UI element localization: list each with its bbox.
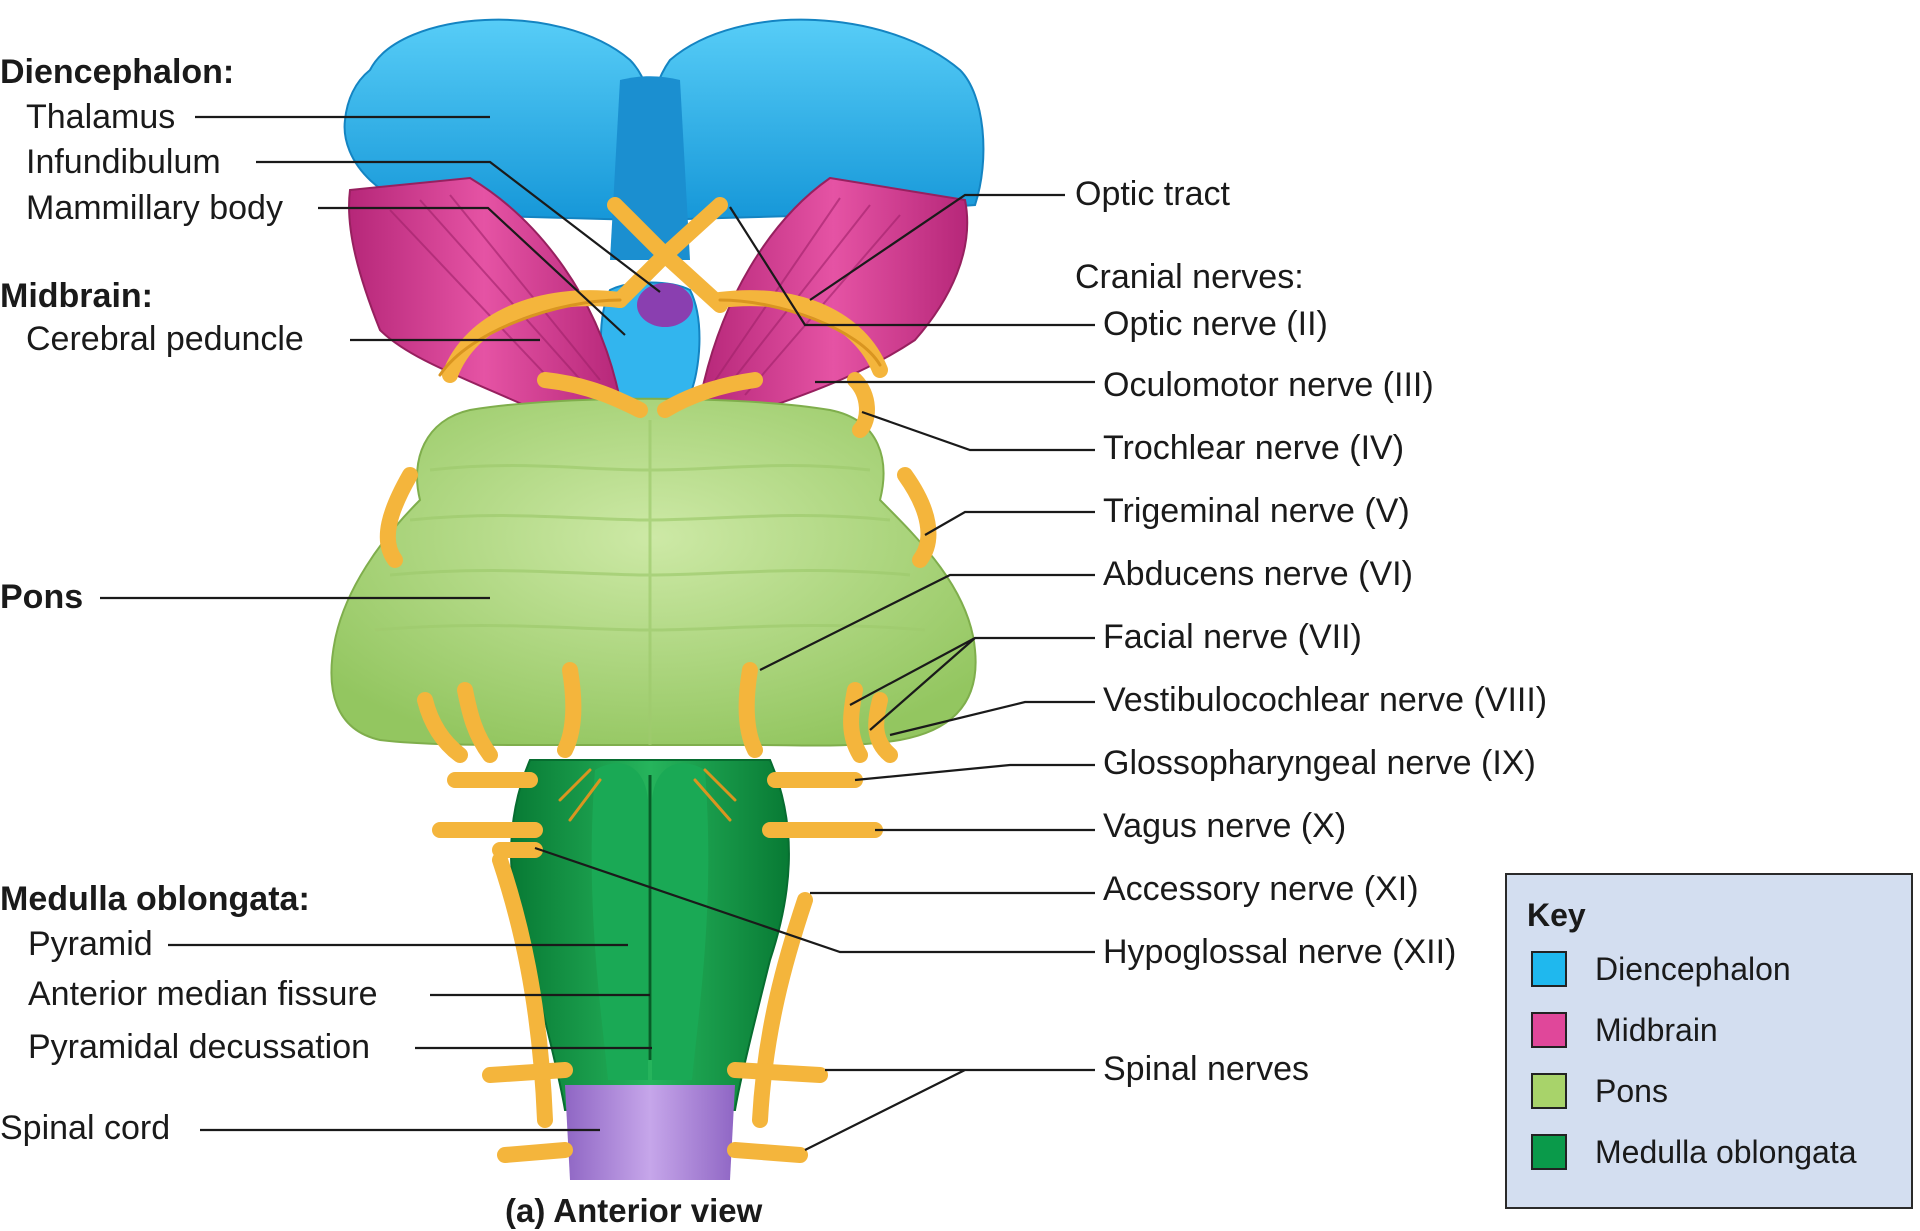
leader-spinal-nerves: [804, 1068, 1095, 1151]
leader-trigeminal-nerve: [924, 510, 1095, 536]
pyramid-right: [652, 763, 709, 1080]
pons-region: [330, 397, 977, 747]
medulla-heading: Medulla oblongata:: [0, 880, 310, 918]
key-label-diencephalon: Diencephalon: [1595, 951, 1791, 987]
leader-mammillary-body: [318, 206, 626, 336]
facial-nerve-label: Facial nerve (VII): [1103, 618, 1362, 656]
vestibulocochlear-nerve-label: Vestibulocochlear nerve (VIII): [1103, 681, 1548, 719]
accessory-right: [752, 892, 813, 1128]
leader-lines: [100, 115, 1095, 1151]
key-swatch-medulla-oblongata: [1531, 1134, 1567, 1170]
thalamus-label: Thalamus: [26, 98, 176, 136]
midbrain-heading: Midbrain:: [0, 277, 153, 315]
trochlear-nerve: [847, 372, 875, 438]
trochlear-nerve-label: Trochlear nerve (IV): [1103, 429, 1405, 467]
spinal-cord: [565, 1085, 735, 1180]
leader-abducens-nerve: [759, 573, 1095, 671]
facial-vestibulo-right: [843, 682, 898, 763]
glossopharyngeal-nerve-label: Glossopharyngeal nerve (IX): [1103, 744, 1536, 782]
spinal-nerves-right: [727, 1062, 828, 1163]
anterior-median-fissure-label: Anterior median fissure: [28, 975, 378, 1013]
cerebral-peduncle-label: Cerebral peduncle: [26, 320, 304, 358]
figure-caption: (a) Anterior view: [505, 1192, 763, 1229]
cerebral-peduncle-left: [348, 176, 622, 412]
spinal-cord-label: Spinal cord: [0, 1109, 171, 1147]
diencephalon-heading: Diencephalon:: [0, 53, 235, 91]
key-swatch-diencephalon: [1531, 951, 1567, 987]
facial-vestibulo-left: [417, 682, 498, 763]
oculomotor-nerve-label: Oculomotor nerve (III): [1103, 366, 1434, 404]
key-label-midbrain: Midbrain: [1595, 1012, 1718, 1048]
accessory-nerve-label: Accessory nerve (XI): [1103, 870, 1419, 908]
leader-optic-tract: [809, 193, 1065, 301]
pyramid-left: [591, 763, 648, 1080]
spinal-nerves-label: Spinal nerves: [1103, 1050, 1310, 1088]
hypoglossal-nerve-label: Hypoglossal nerve (XII): [1103, 933, 1457, 971]
pyramidal-decussation-label: Pyramidal decussation: [28, 1028, 371, 1066]
leader-facial-nerve: [849, 636, 1095, 731]
cranial-nerves: [379, 197, 937, 1163]
leader-hypoglossal-nerve: [534, 846, 1095, 954]
trigeminal-nerve-label: Trigeminal nerve (V): [1103, 492, 1410, 530]
leader-infundibulum: [256, 160, 661, 293]
key-title: Key: [1527, 897, 1586, 933]
cerebral-peduncle-right: [698, 176, 969, 412]
key-swatch-pons: [1531, 1073, 1567, 1109]
pyramid-label: Pyramid: [28, 925, 153, 963]
oculomotor-nerves: [537, 372, 763, 418]
leader-vestibulocochlear-nerve: [889, 700, 1095, 737]
optic-nerve-label: Optic nerve (II): [1103, 305, 1328, 343]
key-label-pons: Pons: [1595, 1073, 1668, 1109]
infundibulum-label: Infundibulum: [26, 143, 221, 181]
trigeminal-right: [897, 467, 937, 568]
cranial-nerves-heading: Cranial nerves:: [1075, 258, 1304, 296]
trigeminal-left: [379, 467, 418, 568]
leader-glossopharyngeal-nerve: [854, 763, 1095, 782]
spinal-nerves-left: [482, 1062, 573, 1163]
key-label-medulla-oblongata: Medulla oblongata: [1595, 1134, 1857, 1170]
midbrain-region: [348, 176, 969, 412]
infundibulum-stalk: [637, 283, 693, 327]
pons-label: Pons: [0, 578, 84, 616]
leader-optic-nerve: [729, 206, 1095, 327]
mammillary-body-label: Mammillary body: [26, 189, 283, 227]
abducens-nerve-label: Abducens nerve (VI): [1103, 555, 1413, 593]
abducens-nerves: [557, 662, 763, 758]
medulla-region: [510, 759, 790, 1180]
vagus-nerve-label: Vagus nerve (X): [1103, 807, 1347, 845]
optic-tract-label: Optic tract: [1075, 175, 1230, 213]
vagus-left: [432, 822, 543, 858]
color-key: Key Diencephalon Midbrain Pons Medulla o…: [1505, 873, 1913, 1209]
key-swatch-midbrain: [1531, 1012, 1567, 1048]
optic-tract-left: [442, 290, 628, 383]
leader-trochlear-nerve: [861, 410, 1095, 452]
diencephalon-region: [343, 18, 985, 404]
